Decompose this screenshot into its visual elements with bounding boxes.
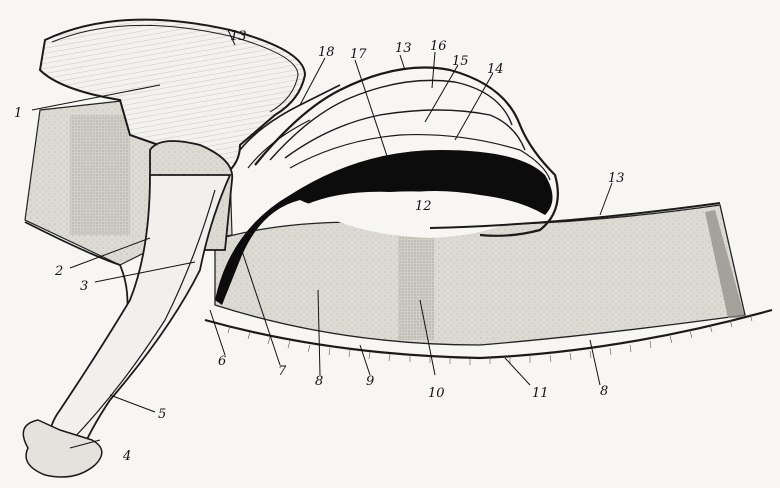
label-4: 4 <box>122 449 131 464</box>
label-9: 9 <box>366 374 374 389</box>
label-6: 6 <box>218 354 226 369</box>
label-2: 2 <box>54 264 63 279</box>
label-1: 1 <box>14 106 22 121</box>
label-12: 12 <box>415 199 432 214</box>
arch-15 <box>285 110 525 158</box>
label-11: 11 <box>532 386 549 401</box>
label-7: 7 <box>278 364 287 379</box>
central-dark-band <box>398 228 434 340</box>
label-5: 5 <box>158 407 166 422</box>
label-16: 16 <box>430 39 447 54</box>
label-3: 3 <box>80 279 88 294</box>
label-13-top-left: 13 <box>230 29 247 44</box>
label-14: 14 <box>487 62 504 77</box>
label-18: 18 <box>318 45 335 60</box>
label-15: 15 <box>452 54 469 69</box>
label-10: 10 <box>428 386 445 401</box>
label-17: 17 <box>350 47 367 62</box>
label-13-top: 13 <box>395 41 412 56</box>
label-8-right: 8 <box>600 384 608 399</box>
label-8-left: 8 <box>315 374 323 389</box>
left-dark-band <box>70 115 130 235</box>
label-13-right: 13 <box>608 171 625 186</box>
